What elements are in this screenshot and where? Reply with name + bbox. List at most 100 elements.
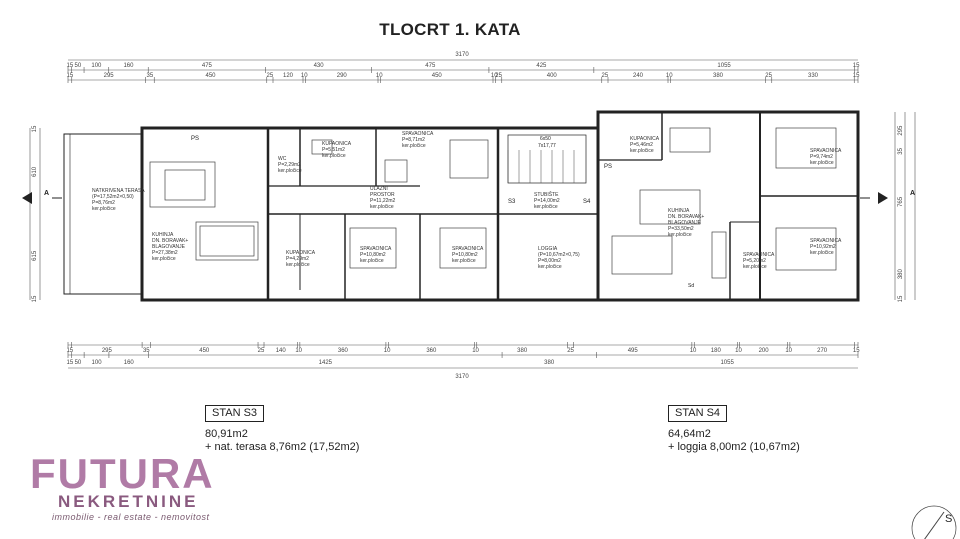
bottom-dim-label: 50 <box>75 360 82 366</box>
bottom-dim-label: 450 <box>199 348 210 354</box>
bottom-dim-label: 15 <box>67 360 74 366</box>
label-sd: Sd <box>688 283 694 289</box>
unit-s4-info: STAN S4 64,64m2 + loggia 8,00m2 (10,67m2… <box>668 405 800 454</box>
bottom-dim-label: 360 <box>426 348 437 354</box>
room-label: ker.pločice <box>534 204 558 210</box>
bottom-dim-label: 10 <box>735 348 742 354</box>
room-label: ker.pločice <box>743 264 767 270</box>
top-dim-label: 100 <box>91 63 102 69</box>
unit-s4-extra: + loggia 8,00m2 (10,67m2) <box>668 441 800 453</box>
room-label: P=14,00m2 <box>534 198 560 204</box>
bottom-dim-label: 1425 <box>319 360 333 366</box>
room-label: LOGGIA <box>538 246 558 252</box>
room-label: P=5,20m2 <box>743 258 766 264</box>
bottom-dim-label: 10 <box>295 348 302 354</box>
room-label: ker.pločice <box>360 258 384 264</box>
bottom-dim-label: 180 <box>711 348 722 354</box>
logo-tagline: immobilie - real estate - nemovitost <box>52 512 210 522</box>
section-a-right: A <box>910 190 915 197</box>
ps-right: PS <box>604 164 612 170</box>
room-label: ker.pločice <box>92 206 116 212</box>
room-label: ker.pločice <box>630 148 654 154</box>
top-dim-label: 10 <box>376 73 383 79</box>
walls <box>63 110 860 302</box>
side-dim-label: 35 <box>898 147 904 154</box>
bottom-dim-label: 380 <box>517 348 528 354</box>
side-dimensions <box>29 112 916 300</box>
top-dim-label: 25 <box>765 73 772 79</box>
room-label: ker.pločice <box>278 168 302 174</box>
bottom-dim-label: 160 <box>124 360 135 366</box>
top-dim-label: 15 <box>67 63 74 69</box>
bottom-total-dim: 3170 <box>455 374 469 380</box>
bottom-dim-label: 270 <box>817 348 828 354</box>
room-label: KUPAONICA <box>286 250 316 256</box>
top-dim-label: 380 <box>713 73 724 79</box>
room-label: P=9,74m2 <box>810 154 833 160</box>
top-dim-label: 475 <box>202 63 213 69</box>
room-label: ker.pločice <box>286 262 310 268</box>
top-dim-label: 35 <box>147 73 154 79</box>
room-label: KUPAONICA <box>322 141 352 147</box>
side-dim-label: 765 <box>898 196 904 207</box>
bottom-dim-label: 1055 <box>720 360 734 366</box>
top-dim-label: 240 <box>633 73 644 79</box>
top-dim-label: 15 <box>67 73 74 79</box>
bottom-dim-label: 15 <box>853 348 860 354</box>
room-labels: NATKRIVENA TERASA(P=17,52m2×0,50)P=8,76m… <box>92 131 842 270</box>
north-label: S <box>945 513 952 525</box>
bottom-dim-label: 200 <box>759 348 770 354</box>
room-label: NATKRIVENA TERASA <box>92 188 145 194</box>
stairs-count: 6x50 <box>540 136 551 142</box>
unit-s3-extra: + nat. terasa 8,76m2 (17,52m2) <box>205 441 360 453</box>
top-dim-label: 120 <box>283 73 294 79</box>
bottom-dim-label: 140 <box>276 348 287 354</box>
room-label: ker.pločice <box>810 160 834 166</box>
top-dim-label: 160 <box>123 63 134 69</box>
top-dim-label: 10 <box>491 73 498 79</box>
room-label: BLAGOVANJE <box>668 220 702 226</box>
room-label: SPAVAONICA <box>402 131 434 137</box>
room-label: SPAVAONICA <box>810 148 842 154</box>
room-label: ULAZNI <box>370 186 388 192</box>
top-dim-label: 10 <box>301 73 308 79</box>
furniture <box>149 127 837 279</box>
room-label: P=8,71m2 <box>402 137 425 143</box>
room-label: P=8,76m2 <box>92 200 115 206</box>
top-dim-label: 15 <box>853 63 860 69</box>
top-dim-label: 25 <box>495 73 502 79</box>
room-label: ker.pločice <box>402 143 426 149</box>
top-dim-label: 25 <box>602 73 609 79</box>
unit-s3-info: STAN S3 80,91m2 + nat. terasa 8,76m2 (17… <box>205 405 359 454</box>
room-label: (P=10,67m2×0,75) <box>538 252 580 258</box>
page-title: TLOCRT 1. KATA <box>379 20 521 39</box>
room-label: SPAVAONICA <box>810 238 842 244</box>
side-dim-label: 615 <box>32 250 38 261</box>
room-label: ker.pločice <box>538 264 562 270</box>
top-dim-label: 475 <box>425 63 436 69</box>
side-dim-label: 610 <box>32 166 38 177</box>
room-label: DN. BORAVAK+ <box>668 214 704 220</box>
room-label: ker.pločice <box>668 232 692 238</box>
stairs-dim: 7x17,77 <box>538 143 556 149</box>
room-label: STUBIŠTE <box>534 191 559 198</box>
bottom-dim-label: 25 <box>567 348 574 354</box>
top-total-dim: 3170 <box>455 52 469 58</box>
top-dim-label: 450 <box>432 73 443 79</box>
room-label: ker.pločice <box>322 153 346 159</box>
logo-brand: FUTURA <box>30 450 215 497</box>
top-dim-label: 450 <box>205 73 216 79</box>
top-dim-label: 50 <box>75 63 82 69</box>
room-label: P=10,80m2 <box>452 252 478 258</box>
top-dimensions <box>68 59 858 81</box>
bottom-dim-label: 35 <box>143 348 150 354</box>
unit-s4-area: 64,64m2 <box>668 428 711 440</box>
top-dim-label: 15 <box>853 73 860 79</box>
side-dim-label: 15 <box>898 295 904 302</box>
room-label: P=8,00m2 <box>538 258 561 264</box>
top-dim-label: 290 <box>337 73 348 79</box>
top-dim-label: 330 <box>808 73 819 79</box>
room-label: KUPAONICA <box>630 136 660 142</box>
room-label: SPAVAONICA <box>743 252 775 258</box>
